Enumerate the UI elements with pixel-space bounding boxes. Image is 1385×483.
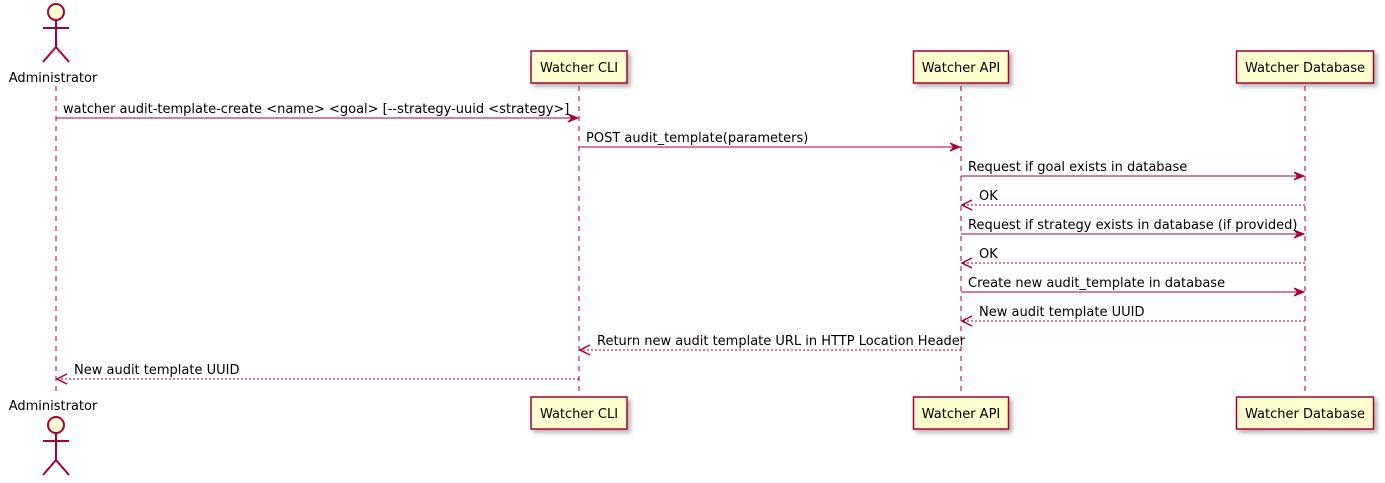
- actor-right-leg: [55, 459, 70, 476]
- arrowhead-filled-icon: [567, 113, 580, 123]
- participant-label-api-top: Watcher API: [922, 61, 1001, 76]
- participant-label-top: Administrator: [9, 71, 98, 86]
- message-2: POST audit_template(parameters): [579, 131, 962, 152]
- message-3: Request if goal exists in database: [961, 160, 1306, 181]
- arrowhead-open-icon: [960, 199, 973, 211]
- message-5: Request if strategy exists in database (…: [961, 218, 1306, 239]
- message-label-post-audit-template-parameters: POST audit_template(parameters): [586, 131, 808, 146]
- arrowhead-open-icon: [578, 344, 591, 356]
- message-9: Return new audit template URL in HTTP Lo…: [578, 334, 966, 356]
- arrowhead-filled-icon: [1293, 287, 1306, 297]
- message-label-ok: OK: [979, 247, 998, 262]
- participant-box-cli-top: [530, 50, 628, 84]
- participant-box-cli-bottom: [530, 396, 628, 430]
- message-label-new-audit-template-uuid: New audit template UUID: [74, 363, 239, 378]
- actor-head: [47, 416, 65, 434]
- actor-right-leg: [55, 46, 70, 63]
- participant-label-bottom: Administrator: [9, 399, 98, 414]
- message-4: OK: [960, 189, 1305, 211]
- message-label-ok: OK: [979, 189, 998, 204]
- message-label-return-new-audit-template-url-in-http-location-header: Return new audit template URL in HTTP Lo…: [597, 334, 966, 349]
- message-label-new-audit-template-uuid: New audit template UUID: [979, 305, 1144, 320]
- participant-label-cli-top: Watcher CLI: [540, 61, 618, 76]
- message-label-request-if-strategy-exists-in-database-if-provided: Request if strategy exists in database (…: [968, 218, 1297, 233]
- actor-head: [47, 3, 65, 21]
- arrowhead-filled-icon: [1293, 229, 1306, 239]
- arrowhead-filled-icon: [949, 142, 962, 152]
- actor-icon-top: [42, 3, 70, 63]
- message-7: Create new audit_template in database: [961, 276, 1306, 297]
- message-label-create-new-audit-template-in-database: Create new audit_template in database: [968, 276, 1225, 291]
- message-label-watcher-audit-template-create-name-goal-strategy-uuid-strategy: watcher audit-template-create <name> <go…: [63, 102, 569, 117]
- actor-icon-bottom: [42, 416, 70, 476]
- message-1: watcher audit-template-create <name> <go…: [56, 102, 580, 123]
- arrowhead-open-icon: [55, 373, 68, 385]
- participant-box-db-bottom: [1235, 396, 1375, 430]
- message-label-request-if-goal-exists-in-database: Request if goal exists in database: [968, 160, 1187, 175]
- arrowhead-open-icon: [960, 315, 973, 327]
- participant-label-api-bottom: Watcher API: [922, 407, 1001, 422]
- actor-left-leg: [42, 459, 57, 476]
- participant-box-api-bottom: [912, 396, 1010, 430]
- participant-label-db-top: Watcher Database: [1245, 61, 1365, 76]
- arrowhead-filled-icon: [1293, 171, 1306, 181]
- message-8: New audit template UUID: [960, 305, 1305, 327]
- message-6: OK: [960, 247, 1305, 269]
- participant-box-db-top: [1235, 50, 1375, 84]
- participant-label-db-bottom: Watcher Database: [1245, 407, 1365, 422]
- message-10: New audit template UUID: [55, 363, 579, 385]
- participant-label-cli-bottom: Watcher CLI: [540, 407, 618, 422]
- actor-left-leg: [42, 46, 57, 63]
- arrowhead-open-icon: [960, 257, 973, 269]
- participant-box-api-top: [912, 50, 1010, 84]
